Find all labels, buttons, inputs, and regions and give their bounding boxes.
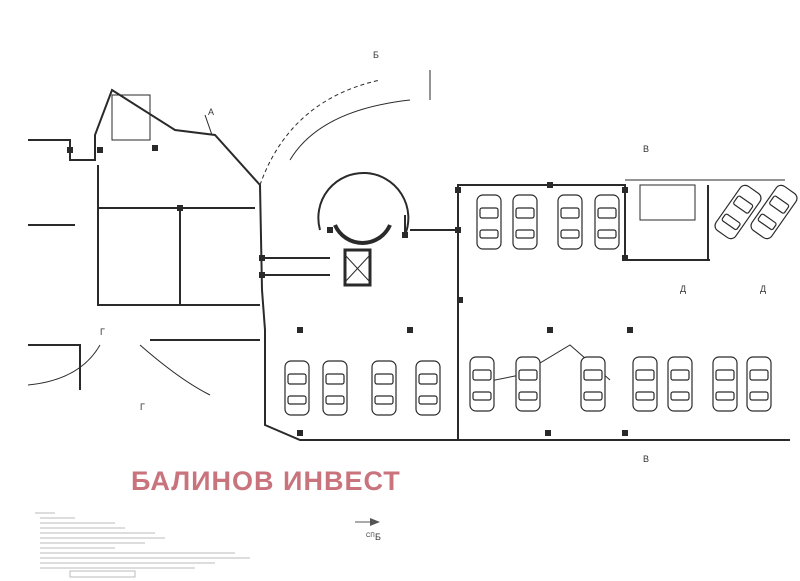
car-icon xyxy=(632,356,658,412)
car-icon xyxy=(371,360,397,416)
column-marker xyxy=(297,430,303,436)
column-marker xyxy=(457,297,463,303)
column-marker xyxy=(177,205,183,211)
section-g-bottom: Г xyxy=(140,402,145,412)
column-marker xyxy=(547,327,553,333)
column-marker xyxy=(407,327,413,333)
column-marker xyxy=(622,430,628,436)
column-marker xyxy=(622,187,628,193)
car-icon xyxy=(594,194,620,250)
column-marker xyxy=(297,327,303,333)
svg-text:СП: СП xyxy=(366,533,375,539)
section-v-top: В xyxy=(643,144,649,154)
section-a: А xyxy=(208,107,214,117)
column-marker xyxy=(455,187,461,193)
walls xyxy=(27,70,790,441)
section-g-left: Г xyxy=(100,327,105,337)
car-icon xyxy=(580,356,606,412)
car-icon xyxy=(557,194,583,250)
north-arrow-icon: СП xyxy=(355,518,380,539)
section-labels: Б А В В Г Г Д Д Б xyxy=(100,50,766,542)
section-v-bottom: В xyxy=(643,454,649,464)
legend-notes xyxy=(33,505,255,581)
column-marker xyxy=(259,272,265,278)
section-d-1: Д xyxy=(680,284,686,294)
column-marker xyxy=(152,145,158,151)
car-icon xyxy=(512,194,538,250)
column-marker xyxy=(402,232,408,238)
watermark: БАЛИНОВ ИНВЕСТ xyxy=(131,466,401,496)
section-b-top: Б xyxy=(373,50,379,60)
column-marker xyxy=(455,227,461,233)
car-icon xyxy=(469,356,495,412)
car-icon xyxy=(476,194,502,250)
car-icon xyxy=(712,356,738,412)
parking-cars xyxy=(284,184,798,416)
column-marker xyxy=(67,147,73,153)
car-icon xyxy=(750,184,798,240)
columns xyxy=(67,145,633,436)
section-b-bottom: Б xyxy=(375,532,381,542)
car-icon xyxy=(322,360,348,416)
column-marker xyxy=(545,430,551,436)
legend-illegible-lines xyxy=(35,512,251,578)
car-icon xyxy=(746,356,772,412)
car-icon xyxy=(415,360,441,416)
column-marker xyxy=(259,255,265,261)
column-marker xyxy=(327,227,333,233)
car-icon xyxy=(515,356,541,412)
column-marker xyxy=(622,255,628,261)
car-icon xyxy=(714,184,762,240)
section-d-2: Д xyxy=(760,284,766,294)
column-marker xyxy=(547,182,553,188)
column-marker xyxy=(627,327,633,333)
car-icon xyxy=(667,356,693,412)
column-marker xyxy=(97,147,103,153)
car-icon xyxy=(284,360,310,416)
